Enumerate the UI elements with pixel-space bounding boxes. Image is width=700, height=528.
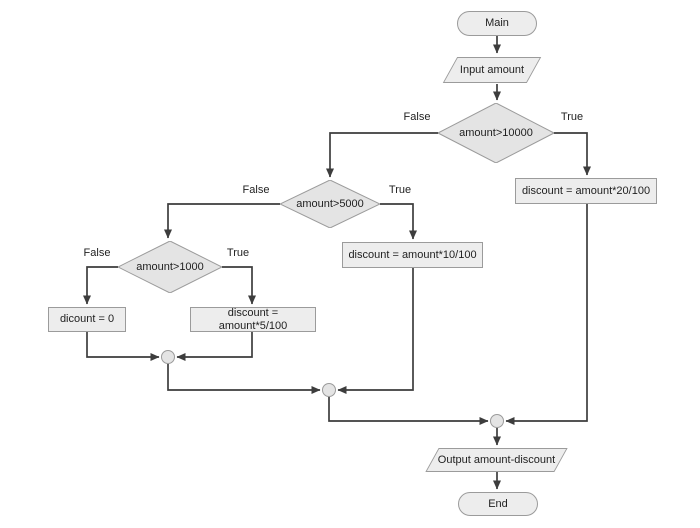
process-label: dicount = 0	[59, 313, 115, 326]
process-label: discount = amount*10/100	[348, 248, 477, 261]
node-decision-amount-5000: amount>5000	[280, 180, 380, 228]
branch-label-d2-true: True	[388, 184, 412, 196]
edge-box0-merge1	[86, 332, 160, 361]
diamond-shape	[438, 103, 554, 163]
node-main-label: Main	[485, 17, 509, 30]
edge-box20-merge3	[505, 204, 588, 425]
node-process-discount-10: discount = amount*10/100	[342, 242, 483, 268]
diamond-shape	[280, 180, 380, 228]
branch-label-d3-true: True	[226, 247, 250, 259]
node-process-discount-20: discount = amount*20/100	[515, 178, 657, 204]
node-decision-amount-1000: amount>1000	[118, 241, 222, 293]
node-decision-amount-10000: amount>10000	[438, 103, 554, 163]
edge-d1-d2	[326, 132, 438, 178]
diamond-shape	[118, 241, 222, 293]
edge-d2-box10	[380, 203, 417, 240]
edge-merge2-merge3	[328, 397, 489, 425]
decision-label: amount>5000	[296, 197, 364, 210]
edge-box10-merge2	[337, 268, 414, 394]
merge-node-1	[161, 350, 175, 364]
edge-d1-box20	[554, 132, 591, 176]
node-output-label: Output amount-discount	[437, 453, 556, 466]
process-label: discount = amount*5/100	[218, 307, 288, 332]
node-process-discount-0: dicount = 0	[48, 307, 126, 332]
branch-label-d3-false: False	[83, 247, 111, 259]
edge-d3-box0	[83, 266, 118, 305]
edge-box5-merge1	[176, 332, 253, 361]
node-main: Main	[457, 11, 537, 36]
branch-label-d1-false: False	[403, 111, 431, 123]
node-output-amount-discount: Output amount-discount	[423, 448, 570, 472]
process-label: discount = amount*20/100	[521, 184, 651, 197]
node-input-amount: Input amount	[441, 57, 543, 83]
decision-label: amount>10000	[459, 126, 533, 139]
branch-label-d2-false: False	[242, 184, 270, 196]
merge-node-2	[322, 383, 336, 397]
node-end: End	[458, 492, 538, 516]
node-end-label: End	[488, 497, 508, 510]
edge-merge1-merge2	[167, 364, 321, 394]
branch-label-d1-true: True	[560, 111, 584, 123]
node-input-label: Input amount	[459, 63, 525, 76]
edge-d3-box5	[222, 266, 256, 305]
edge-d2-d3	[164, 203, 280, 239]
merge-node-3	[490, 414, 504, 428]
decision-label: amount>1000	[136, 260, 204, 273]
node-process-discount-5: discount = amount*5/100	[190, 307, 316, 332]
